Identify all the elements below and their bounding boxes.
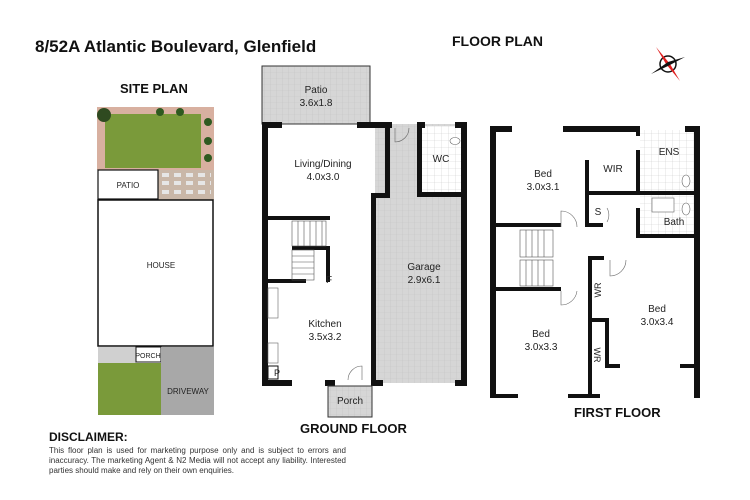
shrub-icon xyxy=(204,137,212,145)
floor-plan-heading: FLOOR PLAN xyxy=(452,33,543,49)
storage-label: S xyxy=(595,207,602,218)
porch-label: Porch xyxy=(337,396,363,407)
site-plan-heading: SITE PLAN xyxy=(120,81,188,96)
pantry-label: P xyxy=(274,368,280,378)
bed1-door xyxy=(560,210,578,228)
wc-floor xyxy=(418,126,464,193)
bed1-label: Bed xyxy=(534,169,552,180)
first-floor-walls xyxy=(490,126,700,398)
storage-door xyxy=(606,207,610,223)
garage-size: 2.9x6.1 xyxy=(408,275,441,286)
shrub-icon xyxy=(204,118,212,126)
fridge-label: F xyxy=(326,275,332,286)
bath-label: Bath xyxy=(664,217,685,228)
site-path-front xyxy=(98,347,136,363)
disclaimer-text: This floor plan is used for marketing pu… xyxy=(49,446,346,475)
patio-area xyxy=(261,65,371,125)
bed2-size: 3.0x3.4 xyxy=(641,317,674,328)
bed2-door xyxy=(609,259,627,277)
toilet-icon xyxy=(449,137,461,145)
site-house-label: HOUSE xyxy=(147,261,175,270)
compass-rose-icon xyxy=(651,47,685,81)
kitchen-label: Kitchen xyxy=(308,319,341,330)
garage-rear-door xyxy=(394,127,410,143)
living-label: Living/Dining xyxy=(294,159,351,170)
site-driveway xyxy=(161,347,214,415)
kitchen-sink-icon xyxy=(267,287,279,319)
site-patio xyxy=(97,169,159,200)
pantry xyxy=(267,365,279,380)
wir-label: WIR xyxy=(603,164,622,175)
first-floor-plan: Bed 3.0x3.1 WIR ENS S Bath WR WR Bed 3.0… xyxy=(490,126,700,398)
bed3-label: Bed xyxy=(532,329,550,340)
ground-floor-stairs xyxy=(291,220,327,281)
patio-size: 3.6x1.8 xyxy=(300,98,333,109)
property-address-title: 8/52A Atlantic Boulevard, Glenfield xyxy=(35,37,317,56)
cooktop-icon xyxy=(267,342,279,364)
bed2-label: Bed xyxy=(648,304,666,315)
porch-area xyxy=(327,385,373,418)
site-patio-label: PATIO xyxy=(117,181,140,190)
front-door xyxy=(347,365,363,381)
garage-label: Garage xyxy=(407,262,441,273)
kitchen-size: 3.5x3.2 xyxy=(309,332,342,343)
wc-label: WC xyxy=(433,154,450,165)
tree-icon xyxy=(97,108,111,122)
shrub-icon xyxy=(156,108,164,116)
site-house xyxy=(97,199,214,347)
ground-floor-heading: GROUND FLOOR xyxy=(300,421,407,436)
ensuite-label: ENS xyxy=(659,147,680,158)
site-driveway-label: DRIVEWAY xyxy=(167,387,209,396)
site-lawn-front xyxy=(98,363,161,415)
site-plan: PATIO HOUSE PORCH DRIVEWAY xyxy=(97,107,214,415)
site-lawn-rear xyxy=(105,114,201,168)
site-porch-label: PORCH xyxy=(135,353,160,360)
wr1-label: WR xyxy=(593,282,603,297)
bed3-size: 3.0x3.3 xyxy=(525,342,558,353)
living-size: 4.0x3.0 xyxy=(307,172,340,183)
bed3-door xyxy=(560,290,578,306)
ground-floor-walls xyxy=(262,122,467,386)
shrub-icon xyxy=(176,108,184,116)
first-floor-heading: FIRST FLOOR xyxy=(574,405,661,420)
first-floor-stairs xyxy=(519,229,554,287)
bath-toilet-icon xyxy=(681,202,691,216)
paver-stones xyxy=(162,173,211,194)
patio-label: Patio xyxy=(305,85,328,96)
ground-floor-plan: Patio 3.6x1.8 Living/Dining xyxy=(261,65,467,418)
basin-icon xyxy=(651,197,675,213)
shrub-icon xyxy=(204,154,212,162)
bed1-size: 3.0x3.1 xyxy=(527,182,560,193)
disclaimer-heading: DISCLAIMER: xyxy=(49,430,128,444)
ensuite-toilet-icon xyxy=(681,174,691,188)
wr2-label: WR xyxy=(592,348,602,363)
